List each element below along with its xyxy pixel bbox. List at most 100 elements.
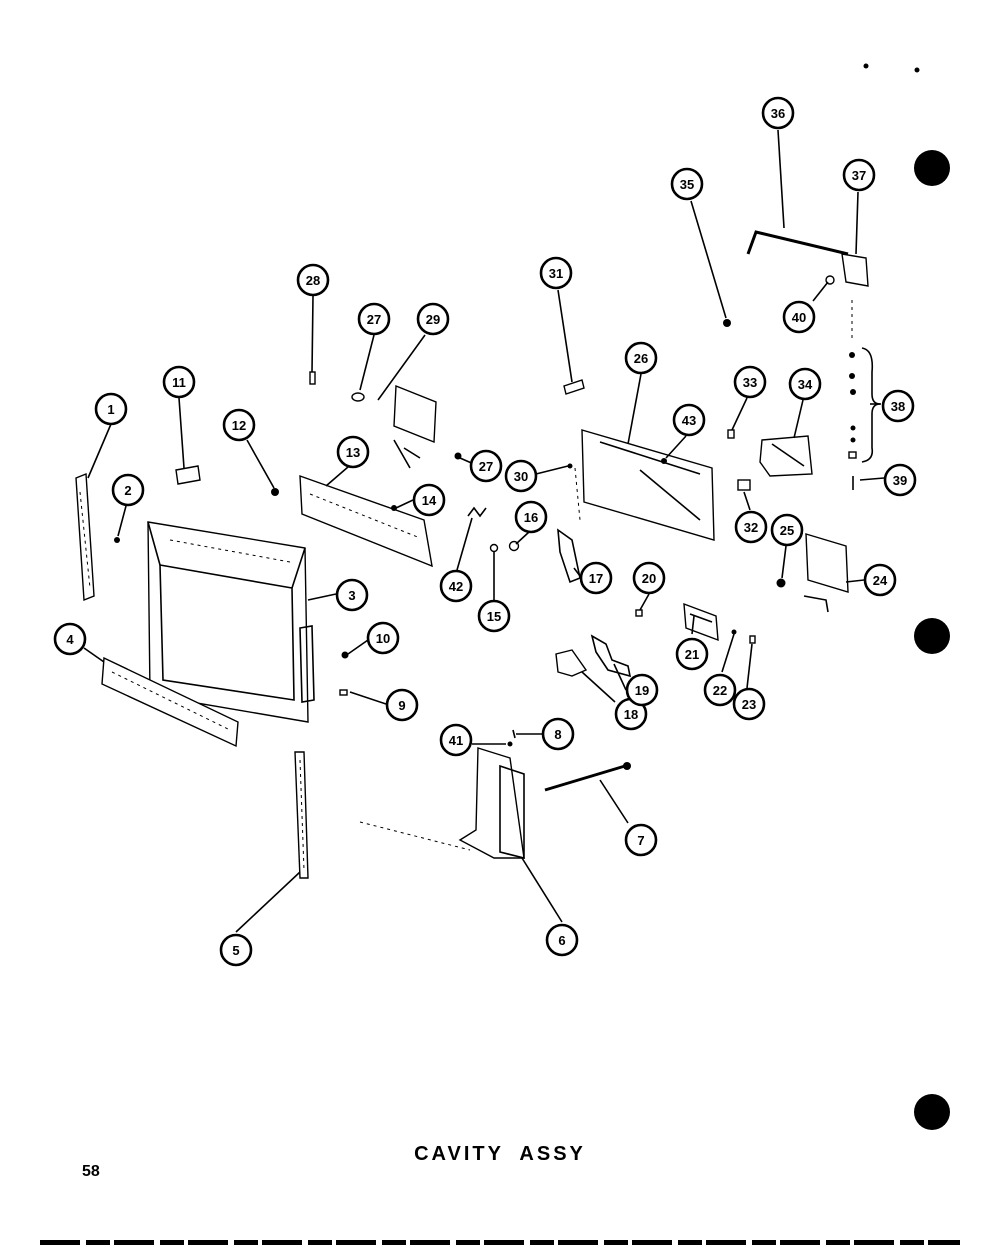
svg-text:43: 43: [682, 413, 696, 428]
svg-text:14: 14: [422, 493, 437, 508]
svg-text:38: 38: [891, 399, 905, 414]
part-33-clip: [727, 429, 735, 439]
callout-26: 26: [624, 341, 658, 375]
part-31-cylinder: [563, 379, 585, 395]
callout-38: 38: [881, 389, 915, 423]
svg-text:7: 7: [637, 833, 644, 848]
svg-text:16: 16: [524, 510, 538, 525]
callout-36: 36: [761, 96, 795, 130]
callout-41: 41: [439, 723, 473, 757]
svg-text:27: 27: [479, 459, 493, 474]
part-37-gasket: [841, 253, 869, 287]
part-13-plate: [299, 474, 433, 568]
part-30-screw: [567, 463, 573, 469]
svg-text:21: 21: [685, 647, 699, 662]
callout-43: 43: [672, 403, 706, 437]
svg-text:2: 2: [124, 483, 131, 498]
svg-text:6: 6: [558, 933, 565, 948]
part-25-nut: [776, 578, 786, 588]
scan-speck: [863, 63, 869, 69]
callout-32: 32: [734, 510, 768, 544]
callout-25: 25: [770, 513, 804, 547]
part-18-block: [555, 649, 588, 677]
svg-text:30: 30: [514, 469, 528, 484]
part-8-screw: [512, 729, 516, 739]
callout-15: 15: [477, 599, 511, 633]
callout-12: 12: [222, 408, 256, 442]
svg-text:8: 8: [554, 727, 561, 742]
part-27-washer-lower: [454, 452, 462, 460]
callout-10: 10: [366, 621, 400, 655]
callout-6: 6: [545, 923, 579, 957]
callout-29: 29: [416, 302, 450, 336]
callout-28: 28: [296, 263, 330, 297]
part-27-washer-upper: [351, 392, 365, 402]
page-bottom-edge: [40, 1240, 960, 1245]
callout-17: 17: [579, 561, 613, 595]
callout-22: 22: [703, 673, 737, 707]
callout-19: 19: [625, 673, 659, 707]
part-3-front-frame: [147, 521, 315, 723]
part-11-clip: [175, 465, 201, 485]
part-5-side-strip: [294, 751, 309, 879]
svg-text:35: 35: [680, 177, 694, 192]
callout-33: 33: [733, 365, 767, 399]
callout-37: 37: [842, 158, 876, 192]
callout-2: 2: [111, 473, 145, 507]
part-17-lever: [557, 528, 581, 584]
scan-speck: [914, 67, 920, 73]
svg-text:11: 11: [172, 375, 186, 390]
part-24-switch-bracket: [803, 533, 849, 613]
part-1-rail: [75, 472, 95, 602]
svg-text:10: 10: [376, 631, 390, 646]
svg-text:28: 28: [306, 273, 320, 288]
svg-text:27: 27: [367, 312, 381, 327]
svg-text:36: 36: [771, 106, 785, 121]
svg-text:31: 31: [549, 266, 563, 281]
svg-text:40: 40: [792, 310, 806, 325]
svg-text:33: 33: [743, 375, 757, 390]
part-4-bottom-rail: [101, 656, 239, 748]
part-28-pin: [309, 371, 316, 385]
svg-text:42: 42: [449, 579, 463, 594]
svg-text:17: 17: [589, 571, 603, 586]
part-12-nut: [271, 488, 279, 496]
callout-9: 9: [385, 688, 419, 722]
part-7-rod: [544, 762, 631, 792]
svg-text:34: 34: [798, 377, 813, 392]
callout-5: 5: [219, 933, 253, 967]
part-9-screw: [339, 689, 348, 696]
part-35-nut: [723, 319, 731, 327]
svg-text:12: 12: [232, 418, 246, 433]
part-42-spring: [467, 506, 487, 518]
callout-34: 34: [788, 367, 822, 401]
part-41-nut: [507, 741, 513, 747]
callout-18: 18: [614, 697, 648, 731]
callout-23: 23: [732, 687, 766, 721]
svg-text:39: 39: [893, 473, 907, 488]
part-19-hook: [590, 634, 632, 678]
callout-27-upper: 27: [357, 302, 391, 336]
svg-text:9: 9: [398, 698, 405, 713]
svg-text:19: 19: [635, 683, 649, 698]
part-21-latch: [683, 602, 719, 642]
svg-text:32: 32: [744, 520, 758, 535]
svg-text:29: 29: [426, 312, 440, 327]
binder-hole-middle: [914, 618, 950, 654]
page-number: 58: [82, 1163, 100, 1180]
part-26-control-plate: [574, 429, 715, 541]
callout-40: 40: [782, 300, 816, 334]
svg-text:13: 13: [346, 445, 360, 460]
binder-hole-top: [914, 150, 950, 186]
callout-21: 21: [675, 637, 709, 671]
svg-text:25: 25: [780, 523, 794, 538]
svg-text:20: 20: [642, 571, 656, 586]
part-38-spacers: [848, 300, 857, 459]
svg-text:24: 24: [873, 573, 888, 588]
callout-27-lower: 27: [469, 449, 503, 483]
part-15-pin: [489, 543, 499, 553]
callout-1: 1: [94, 392, 128, 426]
svg-text:3: 3: [348, 588, 355, 603]
